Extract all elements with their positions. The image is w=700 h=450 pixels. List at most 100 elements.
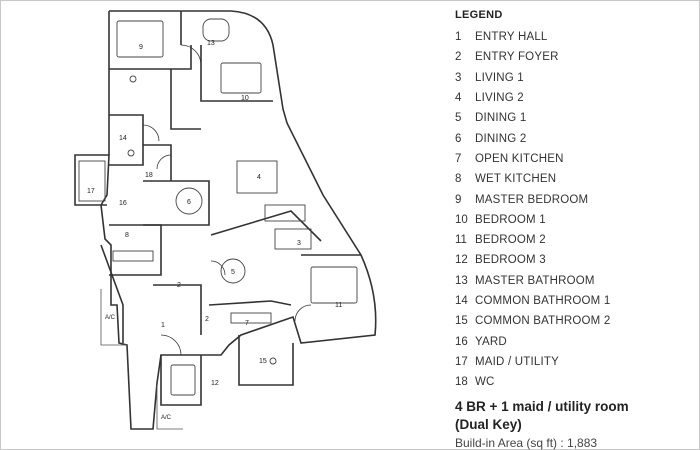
unit-subtype: (Dual Key): [455, 417, 522, 433]
legend-number: 2: [455, 51, 462, 64]
bed-3: [170, 364, 196, 396]
door-swing: [210, 260, 226, 276]
partition-wetkitchen: [109, 224, 162, 276]
legend-item: 12 BEDROOM 3: [455, 250, 695, 270]
legend-item: 16 YARD: [455, 331, 695, 351]
legend-number: 1: [455, 31, 462, 44]
room-label: 7: [245, 320, 249, 327]
room-label: 9: [139, 44, 143, 51]
room-label: 16: [119, 200, 127, 207]
partition-entry: [153, 284, 202, 335]
legend-label: DINING 2: [475, 132, 527, 145]
ac-label: A/C: [161, 415, 172, 421]
legend-number: 18: [455, 376, 468, 389]
room-label: 2: [205, 316, 209, 323]
legend-number: 6: [455, 132, 462, 145]
legend-number: 13: [455, 274, 468, 287]
coffee-table-living-1: [274, 228, 312, 250]
legend-number: 7: [455, 152, 462, 165]
bed-1: [220, 62, 262, 94]
toilet: [129, 75, 137, 83]
room-label: 4: [257, 174, 261, 181]
kitchen-counter: [230, 312, 272, 324]
dining-table-1: [220, 258, 246, 284]
toilet: [269, 357, 277, 365]
bed-2: [310, 266, 358, 304]
room-label: 13: [207, 40, 215, 47]
dining-table-2: [175, 187, 203, 215]
legend-number: 15: [455, 315, 468, 328]
ac-ledge: [100, 289, 127, 346]
partition-bed3: [160, 355, 202, 406]
legend-title: LEGEND: [455, 9, 503, 21]
legend-item: 10 BEDROOM 1: [455, 210, 695, 230]
partition-dining: [143, 180, 210, 226]
ac-ledge: [156, 385, 183, 430]
unit-boundary: [100, 244, 124, 343]
room-label: 5: [231, 269, 235, 276]
legend-item: 4 LIVING 2: [455, 88, 695, 108]
legend-label: COMMON BATHROOM 1: [475, 295, 611, 307]
legend-label: YARD: [475, 335, 507, 348]
legend-label: LIVING 2: [475, 92, 524, 105]
ac-label: A/C: [105, 315, 116, 321]
legend-number: 3: [455, 71, 462, 84]
legend-label: BEDROOM 2: [475, 234, 546, 247]
legend-item: 7 OPEN KITCHEN: [455, 149, 695, 169]
room-label: 8: [125, 232, 129, 239]
sofa-living-1: [264, 204, 306, 222]
partition-living: [210, 210, 322, 242]
partition-kitchen: [208, 300, 292, 306]
legend-label: MASTER BATHROOM: [475, 274, 595, 287]
legend-label: BEDROOM 3: [475, 254, 546, 267]
partition-corridor: [170, 69, 201, 130]
unit-type: 4 BR + 1 maid / utility room: [455, 399, 629, 415]
legend-number: 16: [455, 335, 468, 348]
legend-item: 11 BEDROOM 2: [455, 230, 695, 250]
legend-label: WC: [475, 376, 495, 389]
wet-kitchen-counter: [112, 250, 154, 262]
toilet: [127, 149, 135, 157]
legend-label: DINING 1: [475, 112, 527, 125]
sofa-living-2: [236, 160, 278, 194]
legend-number: 10: [455, 213, 468, 226]
door-swing: [156, 154, 172, 170]
legend-item: 18 WC: [455, 372, 695, 392]
legend-number: 14: [455, 295, 468, 307]
legend-number: 12: [455, 254, 468, 267]
legend-number: 17: [455, 355, 468, 368]
room-label: 2: [177, 282, 181, 289]
build-in-area: Build-in Area (sq ft) : 1,883: [455, 436, 598, 450]
room-label: 3: [297, 240, 301, 247]
partition-top: [109, 45, 192, 70]
room-label: 6: [187, 199, 191, 206]
legend-label: COMMON BATHROOM 2: [475, 315, 611, 328]
legend-item: 6 DINING 2: [455, 128, 695, 148]
legend-number: 8: [455, 173, 462, 186]
room-label: 15: [259, 358, 267, 365]
room-label: 10: [241, 95, 249, 102]
legend-label: BEDROOM 1: [475, 213, 546, 226]
room-label: 12: [211, 380, 219, 387]
legend-item: 13 MASTER BATHROOM: [455, 271, 695, 291]
unit-summary: 4 BR + 1 maid / utility room (Dual Key): [455, 398, 695, 434]
door-swing: [180, 44, 202, 66]
legend-label: MASTER BEDROOM: [475, 193, 589, 206]
legend-number: 11: [455, 234, 467, 247]
room-label: 18: [145, 172, 153, 179]
legend-label: OPEN KITCHEN: [475, 152, 564, 165]
legend-label: MAID / UTILITY: [475, 355, 559, 368]
outer-wall: [74, 10, 377, 430]
room-label: 17: [87, 188, 95, 195]
partition-bath2: [238, 335, 294, 386]
legend-item: 17 MAID / UTILITY: [455, 352, 695, 372]
legend-number: 4: [455, 92, 462, 105]
legend-item: 14 COMMON BATHROOM 1: [455, 291, 695, 311]
bathtub: [202, 18, 230, 42]
